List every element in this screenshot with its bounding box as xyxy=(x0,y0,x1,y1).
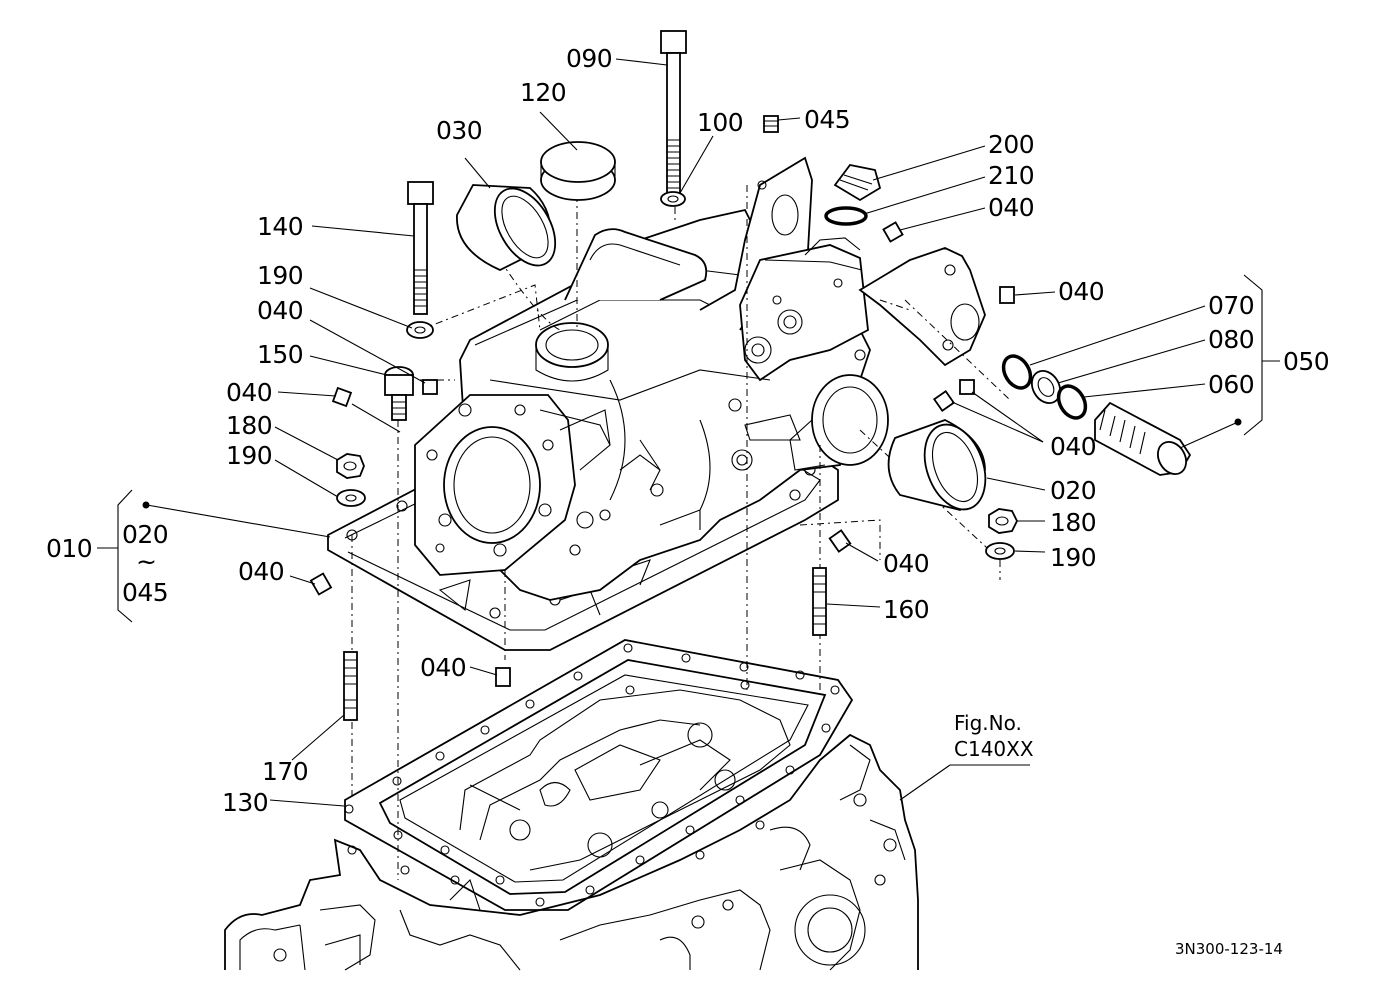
part-label-210: 210 xyxy=(988,161,1035,190)
part-080-backup-ring xyxy=(1030,370,1062,404)
part-label-040-g: 040 xyxy=(238,557,285,586)
part-160-stud xyxy=(812,567,827,636)
part-200-breather xyxy=(833,164,882,202)
range-to-045: 045 xyxy=(122,578,169,607)
leader-lines xyxy=(146,58,1239,807)
part-180-nut-b xyxy=(988,508,1019,534)
part-label-140: 140 xyxy=(257,212,304,241)
part-090-bolt xyxy=(660,30,687,194)
part-label-040-h: 040 xyxy=(420,653,467,682)
part-label-080: 080 xyxy=(1208,325,1255,354)
range-label-010: 010 xyxy=(46,534,93,563)
range-label-050: 050 xyxy=(1283,347,1330,376)
part-label-090: 090 xyxy=(566,44,613,73)
part-190-washer-b xyxy=(336,489,366,507)
range-from-020: 020 xyxy=(122,520,169,549)
part-020-bushing xyxy=(887,419,987,512)
cylinder-case xyxy=(327,156,986,651)
part-label-060: 060 xyxy=(1208,370,1255,399)
part-label-120: 120 xyxy=(520,78,567,107)
part-label-160: 160 xyxy=(883,595,930,624)
part-190-washer-c xyxy=(985,542,1015,560)
part-label-190-a: 190 xyxy=(257,261,304,290)
part-label-180-b: 180 xyxy=(1050,508,1097,537)
part-190-washer-a xyxy=(406,321,434,339)
part-210-o-ring xyxy=(824,206,868,226)
range-tilde: ~ xyxy=(136,547,157,576)
part-label-200: 200 xyxy=(988,130,1035,159)
part-100-washer xyxy=(660,191,686,207)
range-010-dot xyxy=(142,501,150,509)
drawing-code: 3N300-123-14 xyxy=(1175,940,1283,958)
part-120-cap xyxy=(540,141,616,201)
part-060-o-ring xyxy=(1056,384,1088,420)
bracket-050 xyxy=(1243,274,1280,436)
part-label-045: 045 xyxy=(804,105,851,134)
part-030-bushing xyxy=(456,184,557,271)
part-label-040-e: 040 xyxy=(1050,432,1097,461)
gear-housing-internal xyxy=(400,689,791,911)
part-label-170: 170 xyxy=(262,757,309,786)
part-label-040-c: 040 xyxy=(257,296,304,325)
part-180-nut-a xyxy=(336,453,365,479)
part-label-040-d: 040 xyxy=(226,378,273,407)
range-050-dot xyxy=(1234,418,1242,426)
part-label-190-c: 190 xyxy=(1050,543,1097,572)
part-label-040-b: 040 xyxy=(1058,277,1105,306)
part-140-bolt xyxy=(407,181,434,315)
part-label-040-f: 040 xyxy=(883,549,930,578)
part-label-150: 150 xyxy=(257,340,304,369)
part-170-stud xyxy=(343,651,358,721)
part-label-130: 130 xyxy=(222,788,269,817)
part-label-070: 070 xyxy=(1208,291,1255,320)
part-150-bolt xyxy=(384,366,414,421)
part-040-plug-small xyxy=(309,221,1015,687)
part-045-plug xyxy=(763,115,779,133)
transmission-case xyxy=(224,733,919,971)
centerlines xyxy=(351,185,1011,880)
part-label-100: 100 xyxy=(697,108,744,137)
figure-caption: Fig.No. xyxy=(954,711,1022,735)
part-label-190-b: 190 xyxy=(226,441,273,470)
part-label-020: 020 xyxy=(1050,476,1097,505)
part-label-030: 030 xyxy=(436,116,483,145)
valve-cartridge xyxy=(1094,401,1192,476)
figure-number: C140XX xyxy=(954,737,1034,761)
part-070-o-ring xyxy=(1001,354,1033,390)
part-label-040-a: 040 xyxy=(988,193,1035,222)
part-label-180-a: 180 xyxy=(226,411,273,440)
bracket-010 xyxy=(97,489,133,623)
